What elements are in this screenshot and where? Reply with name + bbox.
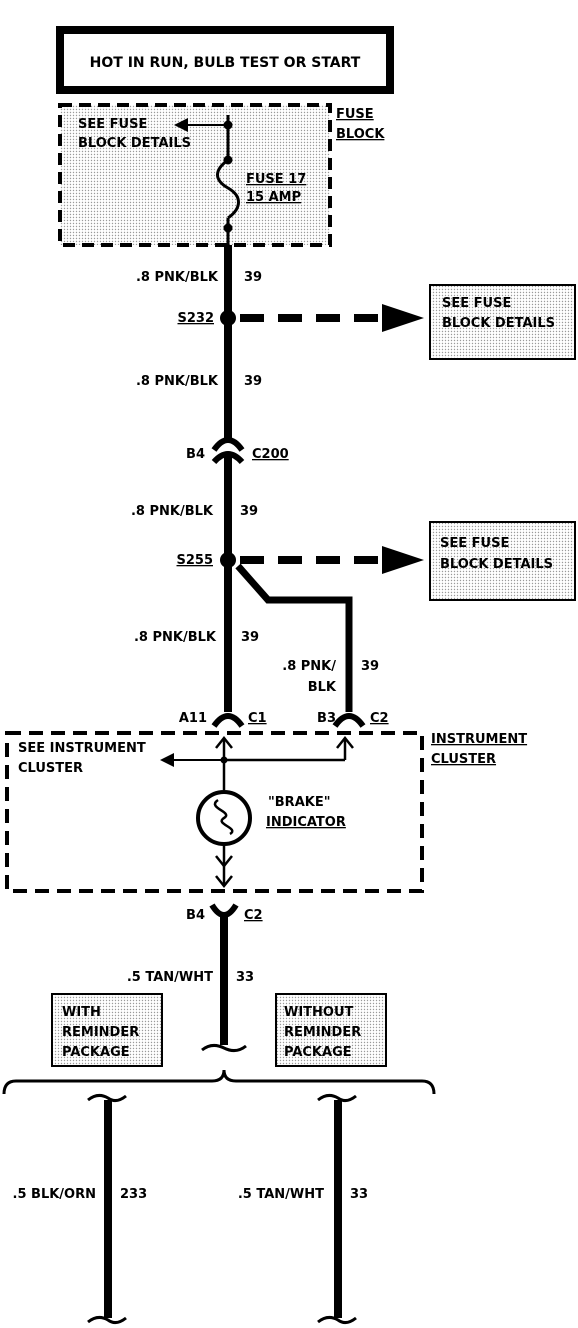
arrow-right-icon bbox=[382, 546, 424, 574]
wire1-circuit: 39 bbox=[244, 270, 262, 285]
wire5-gauge-line2: BLK bbox=[308, 680, 337, 695]
connector-c2 bbox=[332, 713, 366, 728]
fuse-label-line1: FUSE 17 bbox=[246, 172, 306, 187]
connector-c1 bbox=[211, 713, 245, 728]
cluster-title-line2: CLUSTER bbox=[431, 752, 496, 767]
fuse-symbol-icon bbox=[216, 158, 240, 220]
fuse-block-title-line2: BLOCK bbox=[336, 127, 385, 142]
cluster-see-line2: CLUSTER bbox=[18, 761, 83, 776]
without-line1: WITHOUT bbox=[284, 1005, 354, 1020]
wire-break-icon bbox=[317, 1315, 357, 1325]
wire8-gauge: .5 TAN/WHT bbox=[238, 1187, 324, 1202]
wire7-gauge: .5 BLK/ORN bbox=[13, 1187, 96, 1202]
header-text: HOT IN RUN, BULB TEST OR START bbox=[90, 55, 361, 71]
see-fuse-box-1: SEE FUSE BLOCK DETAILS bbox=[429, 284, 576, 360]
wire-break-icon bbox=[87, 1315, 127, 1325]
cluster-see-line1: SEE INSTRUMENT bbox=[18, 741, 146, 756]
fuse-label-line2: 15 AMP bbox=[246, 190, 301, 205]
fuse-block-title-line1: FUSE bbox=[336, 107, 374, 122]
c2-label: C2 bbox=[370, 711, 389, 726]
c1-label: C1 bbox=[248, 711, 267, 726]
fuse-block-see-line1: SEE FUSE bbox=[78, 117, 147, 132]
splice-s255-label: S255 bbox=[177, 553, 214, 568]
wire-break-icon bbox=[317, 1093, 357, 1103]
brake-indicator-line1: "BRAKE" bbox=[268, 795, 330, 810]
wire3-circuit: 39 bbox=[240, 504, 258, 519]
wire-break-icon bbox=[87, 1093, 127, 1103]
wire4-circuit: 39 bbox=[241, 630, 259, 645]
option-without-reminder: WITHOUT REMINDER PACKAGE bbox=[275, 993, 387, 1067]
c2b-label: C2 bbox=[244, 908, 263, 923]
without-line3: PACKAGE bbox=[284, 1045, 352, 1060]
without-line2: REMINDER bbox=[284, 1025, 361, 1040]
fuse-block-see-line2: BLOCK DETAILS bbox=[78, 136, 191, 151]
c200-label: C200 bbox=[252, 447, 289, 462]
wire2-gauge: .8 PNK/BLK bbox=[136, 374, 219, 389]
wire8-circuit: 33 bbox=[350, 1187, 368, 1202]
c2b-pin: B4 bbox=[186, 908, 205, 923]
option-bracket bbox=[2, 1069, 436, 1095]
wire7-circuit: 233 bbox=[120, 1187, 147, 1202]
see-box1-line1: SEE FUSE bbox=[442, 296, 511, 311]
wire5-gauge-line1: .8 PNK/ bbox=[282, 659, 336, 674]
c200-pin: B4 bbox=[186, 447, 205, 462]
fuse-block: FUSE BLOCK SEE FUSE BLOCK DETAILS FUSE 1… bbox=[58, 103, 385, 247]
c1-pin: A11 bbox=[179, 711, 207, 726]
wire5-circuit: 39 bbox=[361, 659, 379, 674]
wire-break-icon bbox=[201, 1043, 247, 1053]
wire6-circuit: 33 bbox=[236, 970, 254, 985]
see-fuse-box-2: SEE FUSE BLOCK DETAILS bbox=[429, 521, 576, 601]
arrow-left-icon bbox=[174, 118, 188, 132]
wire6-gauge: .5 TAN/WHT bbox=[127, 970, 213, 985]
connector-c200-lower bbox=[211, 451, 245, 465]
connector-c200-upper bbox=[211, 437, 245, 452]
wire-39-to-c2 bbox=[235, 563, 353, 712]
wire3-gauge: .8 PNK/BLK bbox=[131, 504, 214, 519]
see-box2-line2: BLOCK DETAILS bbox=[440, 557, 553, 572]
wire2-circuit: 39 bbox=[244, 374, 262, 389]
option-with-reminder: WITH REMINDER PACKAGE bbox=[51, 993, 163, 1067]
header-box: HOT IN RUN, BULB TEST OR START bbox=[56, 26, 394, 94]
with-line1: WITH bbox=[62, 1005, 101, 1020]
arrow-right-icon bbox=[382, 304, 424, 332]
wire1-gauge: .8 PNK/BLK bbox=[136, 270, 219, 285]
with-line3: PACKAGE bbox=[62, 1045, 130, 1060]
see-box1-line2: BLOCK DETAILS bbox=[442, 316, 555, 331]
cluster-title-line1: INSTRUMENT bbox=[431, 732, 527, 747]
instrument-cluster: INSTRUMENT CLUSTER SEE INSTRUMENT CLUSTE… bbox=[5, 731, 527, 893]
with-line2: REMINDER bbox=[62, 1025, 139, 1040]
see-box2-line1: SEE FUSE bbox=[440, 536, 509, 551]
splice-s232 bbox=[220, 310, 236, 326]
arrow-left-icon bbox=[160, 753, 174, 767]
splice-s232-label: S232 bbox=[178, 311, 215, 326]
c2-pin: B3 bbox=[317, 711, 336, 726]
brake-indicator-line2: INDICATOR bbox=[266, 815, 346, 830]
wire4-gauge: .8 PNK/BLK bbox=[134, 630, 217, 645]
